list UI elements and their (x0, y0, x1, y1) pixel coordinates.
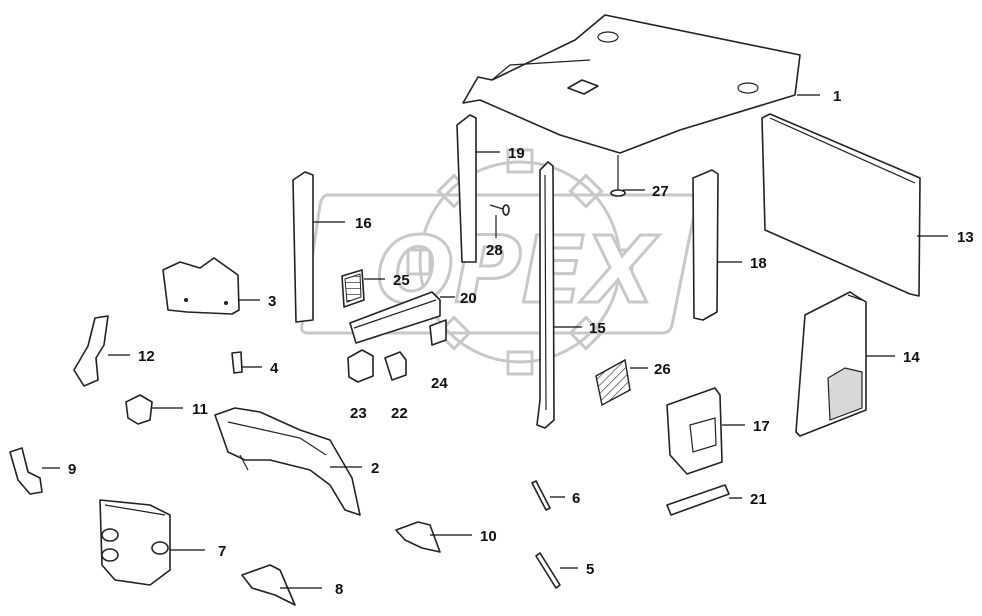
callout-18: 18 (750, 255, 767, 272)
part-9-duct (9, 447, 43, 495)
part-10-vent (395, 521, 441, 553)
callout-9: 9 (68, 461, 76, 478)
callout-13: 13 (957, 229, 974, 246)
part-5-strip (535, 552, 561, 589)
callout-3: 3 (268, 293, 276, 310)
part-8-duct (241, 564, 296, 606)
callout-21: 21 (750, 491, 767, 508)
part-20-bracket (349, 291, 441, 344)
part-28-screw (489, 204, 510, 238)
part-11-vent (125, 394, 153, 425)
part-19-pillar-trim (456, 114, 477, 263)
leader-lines (42, 94, 948, 589)
part-7-blower (99, 499, 171, 586)
callout-17: 17 (753, 418, 770, 435)
callout-8: 8 (335, 581, 343, 598)
part-18-panel (692, 169, 719, 321)
part-16-panel (292, 171, 314, 323)
part-24-plate (429, 319, 447, 346)
part-25-grille (341, 269, 365, 308)
callout-1: 1 (833, 88, 841, 105)
callout-24: 24 (431, 375, 448, 392)
callout-22: 22 (391, 405, 408, 422)
part-1-headliner (462, 14, 801, 154)
part-23-block (347, 349, 374, 383)
callout-15: 15 (589, 320, 606, 337)
callout-23: 23 (350, 405, 367, 422)
callout-2: 2 (371, 460, 379, 477)
callout-7: 7 (218, 543, 226, 560)
part-21-strip (666, 484, 730, 516)
part-13-rear-panel (761, 113, 921, 297)
callout-12: 12 (138, 348, 155, 365)
callout-28: 28 (486, 242, 503, 259)
callout-6: 6 (572, 490, 580, 507)
part-4-clip (231, 351, 243, 374)
callout-14: 14 (903, 349, 920, 366)
part-6-strip (531, 480, 551, 511)
callout-20: 20 (460, 290, 477, 307)
callout-10: 10 (480, 528, 497, 545)
callout-19: 19 (508, 145, 525, 162)
callout-4: 4 (270, 360, 279, 377)
part-2-console (214, 407, 361, 516)
callout-27: 27 (652, 183, 669, 200)
part-14-side-panel (795, 291, 867, 437)
part-17-panel (666, 387, 723, 475)
part-22-block (384, 351, 407, 381)
callout-16: 16 (355, 215, 372, 232)
callout-26: 26 (654, 361, 671, 378)
part-12-duct (73, 315, 109, 387)
part-26-mesh (595, 358, 631, 407)
callout-labels: 1 2 3 4 5 6 7 8 9 10 11 12 13 14 15 16 1… (68, 88, 974, 598)
callout-25: 25 (393, 272, 410, 289)
part-15-pillar (536, 161, 555, 429)
callout-11: 11 (192, 401, 208, 418)
part-3-cover (162, 257, 240, 315)
part-27-clip (610, 155, 626, 197)
callout-5: 5 (586, 561, 594, 578)
